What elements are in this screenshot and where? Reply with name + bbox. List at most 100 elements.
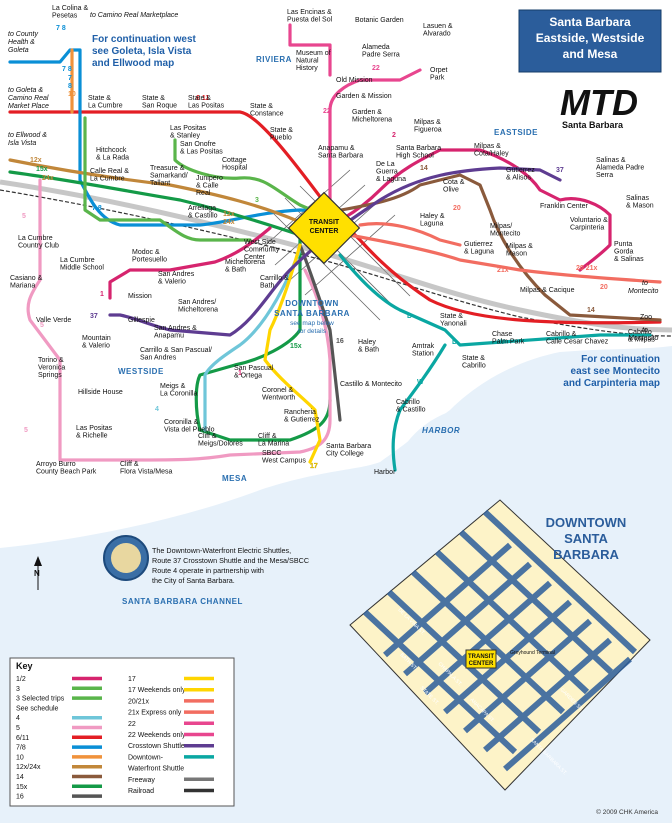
stop-gutierrez-laguna[interactable]: Gutierrez& Laguna <box>464 241 494 256</box>
stop-botanic[interactable]: Botanic Garden <box>355 17 404 24</box>
stop-micheltorena-bath[interactable]: Micheltorena& Bath <box>225 259 265 274</box>
stop-old-mission[interactable]: Old Mission <box>336 77 373 84</box>
stop-label-line: Santa Barbara <box>318 153 363 160</box>
stop-state-pueblo[interactable]: State &Pueblo <box>270 127 293 142</box>
stop-label-line: Junipero <box>196 175 223 182</box>
stop-san-andres-valerio[interactable]: San Andres& Valerio <box>158 271 195 286</box>
stop-cabrillo-milpas[interactable]: Cabrillo& Milpas <box>628 329 655 344</box>
stop-san-pascual-ortega[interactable]: San Pascual& Ortega <box>234 365 274 380</box>
stop-calle-real[interactable]: Calle Real &La Cumbre <box>90 168 129 183</box>
stop-hillside[interactable]: Hillside House <box>78 389 123 396</box>
stop-milpas-figueroa[interactable]: Milpas &Figueroa <box>414 119 442 134</box>
stop-meigs-coronilla[interactable]: Meigs &La Coronilla <box>160 383 197 398</box>
stop-franklin[interactable]: Franklin Center <box>540 203 589 210</box>
stop-haley-laguna[interactable]: Haley &Laguna <box>420 213 445 228</box>
stop-las-positas-stanley[interactable]: Las Positas& Stanley <box>170 125 207 140</box>
stop-state-san-roque[interactable]: State &San Roque <box>142 95 177 110</box>
stop-cota-olive[interactable]: Cota &Olive <box>443 179 465 194</box>
stop-garden-micheltorena[interactable]: Garden &Micheltorena <box>352 109 392 124</box>
stop-salinas-mason[interactable]: Salinas& Mason <box>626 195 654 210</box>
stop-harbor[interactable]: Harbor <box>374 469 396 476</box>
key-label-a-1: 3 <box>16 686 20 693</box>
inset-transit-center[interactable] <box>465 649 497 669</box>
stop-san-andres-mich[interactable]: San Andres/Micheltorena <box>178 299 218 314</box>
stop-treasure[interactable]: Treasure &Samarkand/Tallant <box>150 165 188 187</box>
stop-arrellaga[interactable]: Arrellaga& Castillo <box>188 205 218 220</box>
stop-state-yanonali[interactable]: State &Yanonali <box>440 313 467 328</box>
stop-haley-bath[interactable]: Haley& Bath <box>358 339 379 354</box>
svg-text:7 8: 7 8 <box>92 205 102 212</box>
stop-garden-mission[interactable]: Garden & Mission <box>336 93 392 100</box>
svg-text:17: 17 <box>310 463 318 470</box>
stop-milpas-mason[interactable]: Milpas &Mason <box>506 243 533 258</box>
stop-label-line: State & <box>270 127 293 134</box>
stop-milpas-cota[interactable]: Milpas &Cota/Haley <box>474 143 509 158</box>
key-label-a-11: 15x <box>16 784 28 791</box>
stop-gillespie[interactable]: Gillespie <box>128 317 155 324</box>
edge-montecito-2a: to <box>642 327 648 334</box>
svg-text:24x: 24x <box>223 219 235 226</box>
stop-state-las-positas[interactable]: State &Las Positas <box>188 95 225 110</box>
stop-coronilla-vista[interactable]: Coronilla &Vista del Pueblo <box>164 419 215 434</box>
stop-cliff-meigs[interactable]: Cliff &Meigs/Dolores <box>198 433 243 448</box>
stop-state-constance[interactable]: State &Constance <box>250 103 284 118</box>
transit-center-marker[interactable] <box>287 191 361 265</box>
stop-san-andres-anapamu[interactable]: San Andres &Anapamu <box>154 325 197 340</box>
stop-label-line: SBCC <box>262 450 281 457</box>
stop-hitchcock[interactable]: Hitchcock& La Rada <box>96 147 129 162</box>
stop-state-la-cumbre[interactable]: State &La Cumbre <box>88 95 123 110</box>
stop-carrillo-bath[interactable]: Carrillo &Bath <box>260 275 289 290</box>
stop-lasuen[interactable]: Lasuen &Alvarado <box>423 23 453 38</box>
inset-street-nw <box>483 637 612 753</box>
stop-milpas-montecito[interactable]: Milpas/Montecito <box>490 223 520 238</box>
stop-la-colina[interactable]: La Colina &Pesetas <box>52 5 89 20</box>
stop-rancheria[interactable]: Rancheria& Gutierrez <box>284 409 320 424</box>
edge-county-health-1: to County <box>8 31 38 38</box>
shuttle-note-1: The Downtown-Waterfront Electric Shuttle… <box>152 546 291 555</box>
edge-goleta-camino-3: Market Place <box>8 103 49 110</box>
stop-casiano[interactable]: Casiano &Mariana <box>10 275 43 290</box>
stop-voluntario[interactable]: Voluntario &Carpinteria <box>570 217 608 232</box>
stop-cliff-flora[interactable]: Cliff &Flora Vista/Mesa <box>120 461 172 476</box>
stop-cabrillo-castillo[interactable]: Cabrillo& Castillo <box>396 399 426 414</box>
stop-milpas-cacique[interactable]: Milpas & Cacique <box>520 287 575 294</box>
stop-coronel[interactable]: Coronel &Wentworth <box>262 387 295 402</box>
stop-las-positas-richelle[interactable]: Las Positas& Richelle <box>76 425 113 440</box>
stop-cliff-marina[interactable]: Cliff &La Marina <box>258 433 289 448</box>
stop-gutierrez-alisos[interactable]: Gutierrez& Alisos <box>506 167 535 182</box>
stop-state-cabrillo[interactable]: State &Cabrillo <box>462 355 486 370</box>
stop-label-line: Franklin Center <box>540 203 589 210</box>
stop-modoc[interactable]: Modoc &Portesuello <box>132 249 167 264</box>
stop-carrillo-sp[interactable]: Carrillo & San Pascual/San Andres <box>140 347 212 362</box>
stop-label-line: & Laguna <box>464 249 494 256</box>
stop-san-onofre[interactable]: San Onofre& Las Positas <box>180 141 223 156</box>
stop-mission[interactable]: Mission <box>128 293 152 300</box>
stop-las-encinas[interactable]: Las Encinas &Puesta del Sol <box>287 9 333 24</box>
stop-valle-verde[interactable]: Valle Verde <box>36 317 71 324</box>
stop-anapamu-sb[interactable]: Anapamu &Santa Barbara <box>318 145 363 160</box>
stop-mountain-valerio[interactable]: Mountain& Valerio <box>82 335 111 350</box>
downtown-inset: TRANSIT CENTER Greyhound Terminal DOWNTO… <box>349 499 651 791</box>
stop-label-line: Park <box>430 75 445 82</box>
stop-cabrillo-cesar[interactable]: Cabrillo &Calle Cesar Chavez <box>546 331 609 346</box>
stop-castillo-montecito[interactable]: Castillo & Montecito <box>340 381 402 388</box>
